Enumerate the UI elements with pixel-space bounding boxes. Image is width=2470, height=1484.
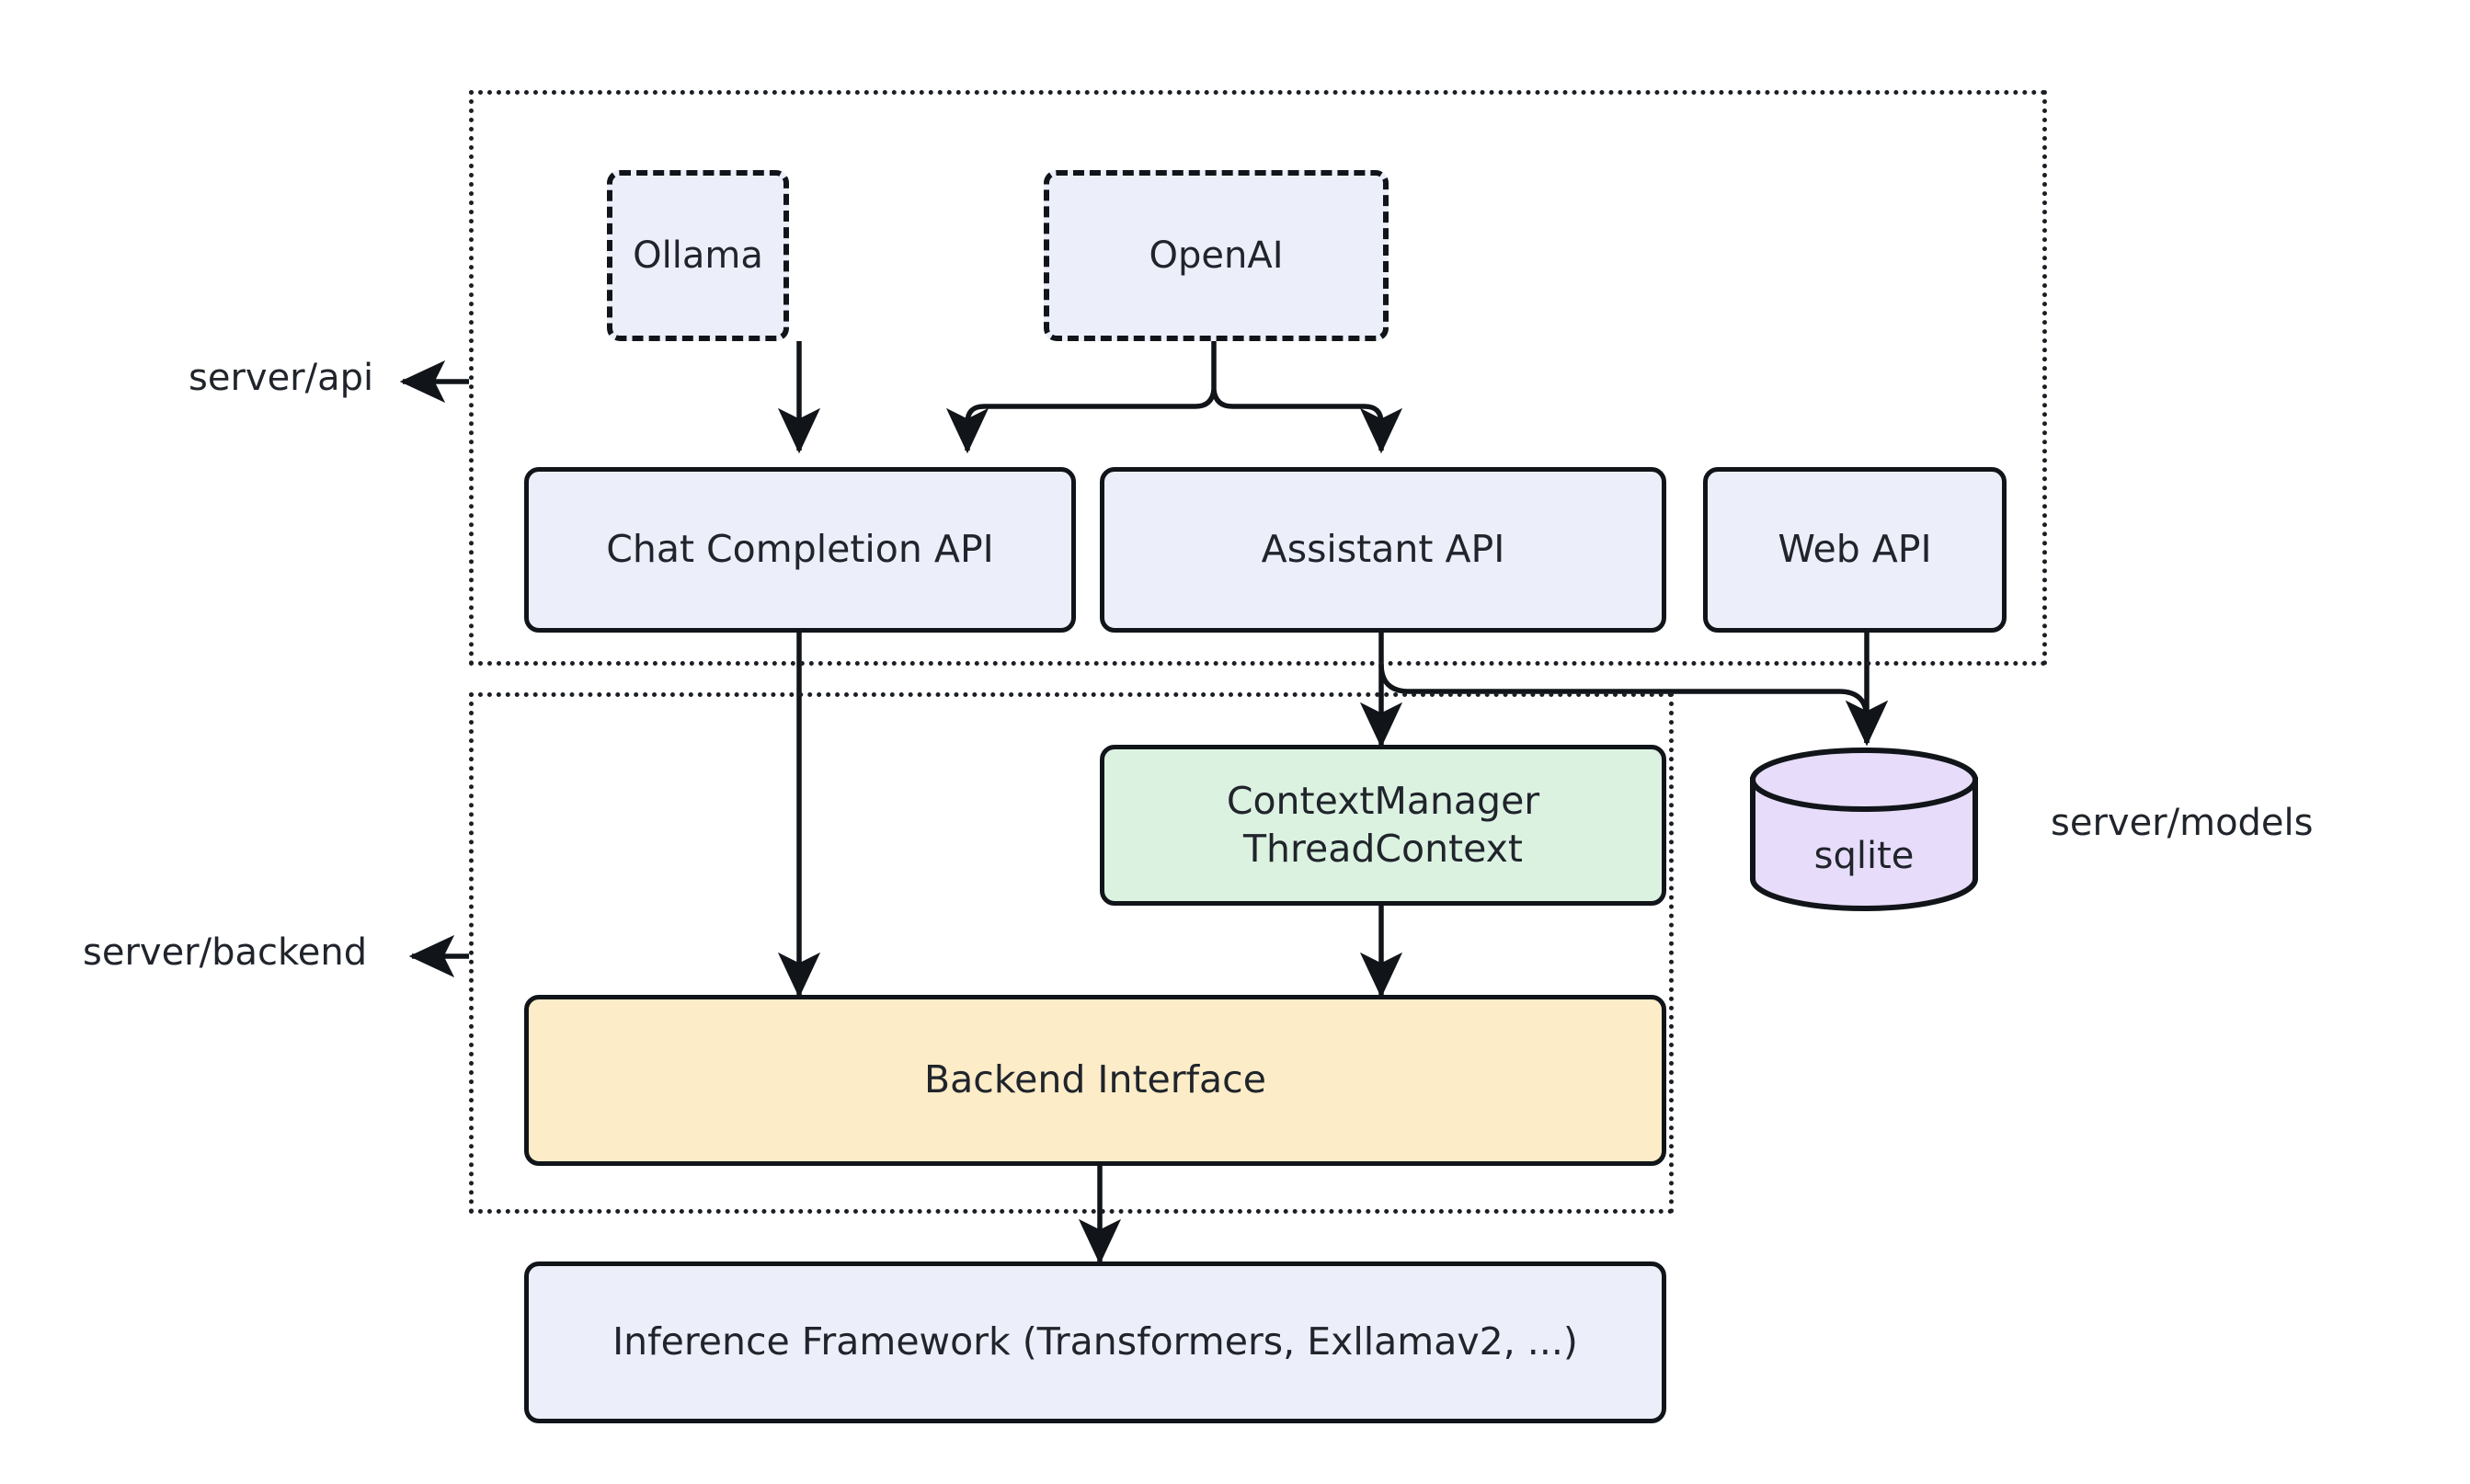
node-chat-completion-api[interactable]: Chat Completion API <box>524 467 1076 633</box>
sqlite-cylinder-shape <box>1750 748 1978 911</box>
label-server-api: server/api <box>189 357 374 399</box>
label-server-backend: server/backend <box>83 931 368 974</box>
label-server-models: server/models <box>2051 802 2314 844</box>
node-inference-framework[interactable]: Inference Framework (Transformers, Exlla… <box>524 1261 1666 1423</box>
node-openai[interactable]: OpenAI <box>1044 170 1389 341</box>
context-manager-line-2: ThreadContext <box>1243 826 1523 871</box>
group-server-backend <box>469 692 1674 1214</box>
group-server-api <box>469 90 2047 666</box>
node-web-api[interactable]: Web API <box>1703 467 2007 633</box>
node-ollama[interactable]: Ollama <box>607 170 789 341</box>
node-assistant-api[interactable]: Assistant API <box>1100 467 1666 633</box>
node-sqlite[interactable]: sqlite <box>1745 747 1983 912</box>
context-manager-line-1: ContextManager <box>1226 778 1540 823</box>
node-backend-interface[interactable]: Backend Interface <box>524 995 1666 1166</box>
node-context-manager[interactable]: ContextManager ThreadContext <box>1100 745 1666 906</box>
